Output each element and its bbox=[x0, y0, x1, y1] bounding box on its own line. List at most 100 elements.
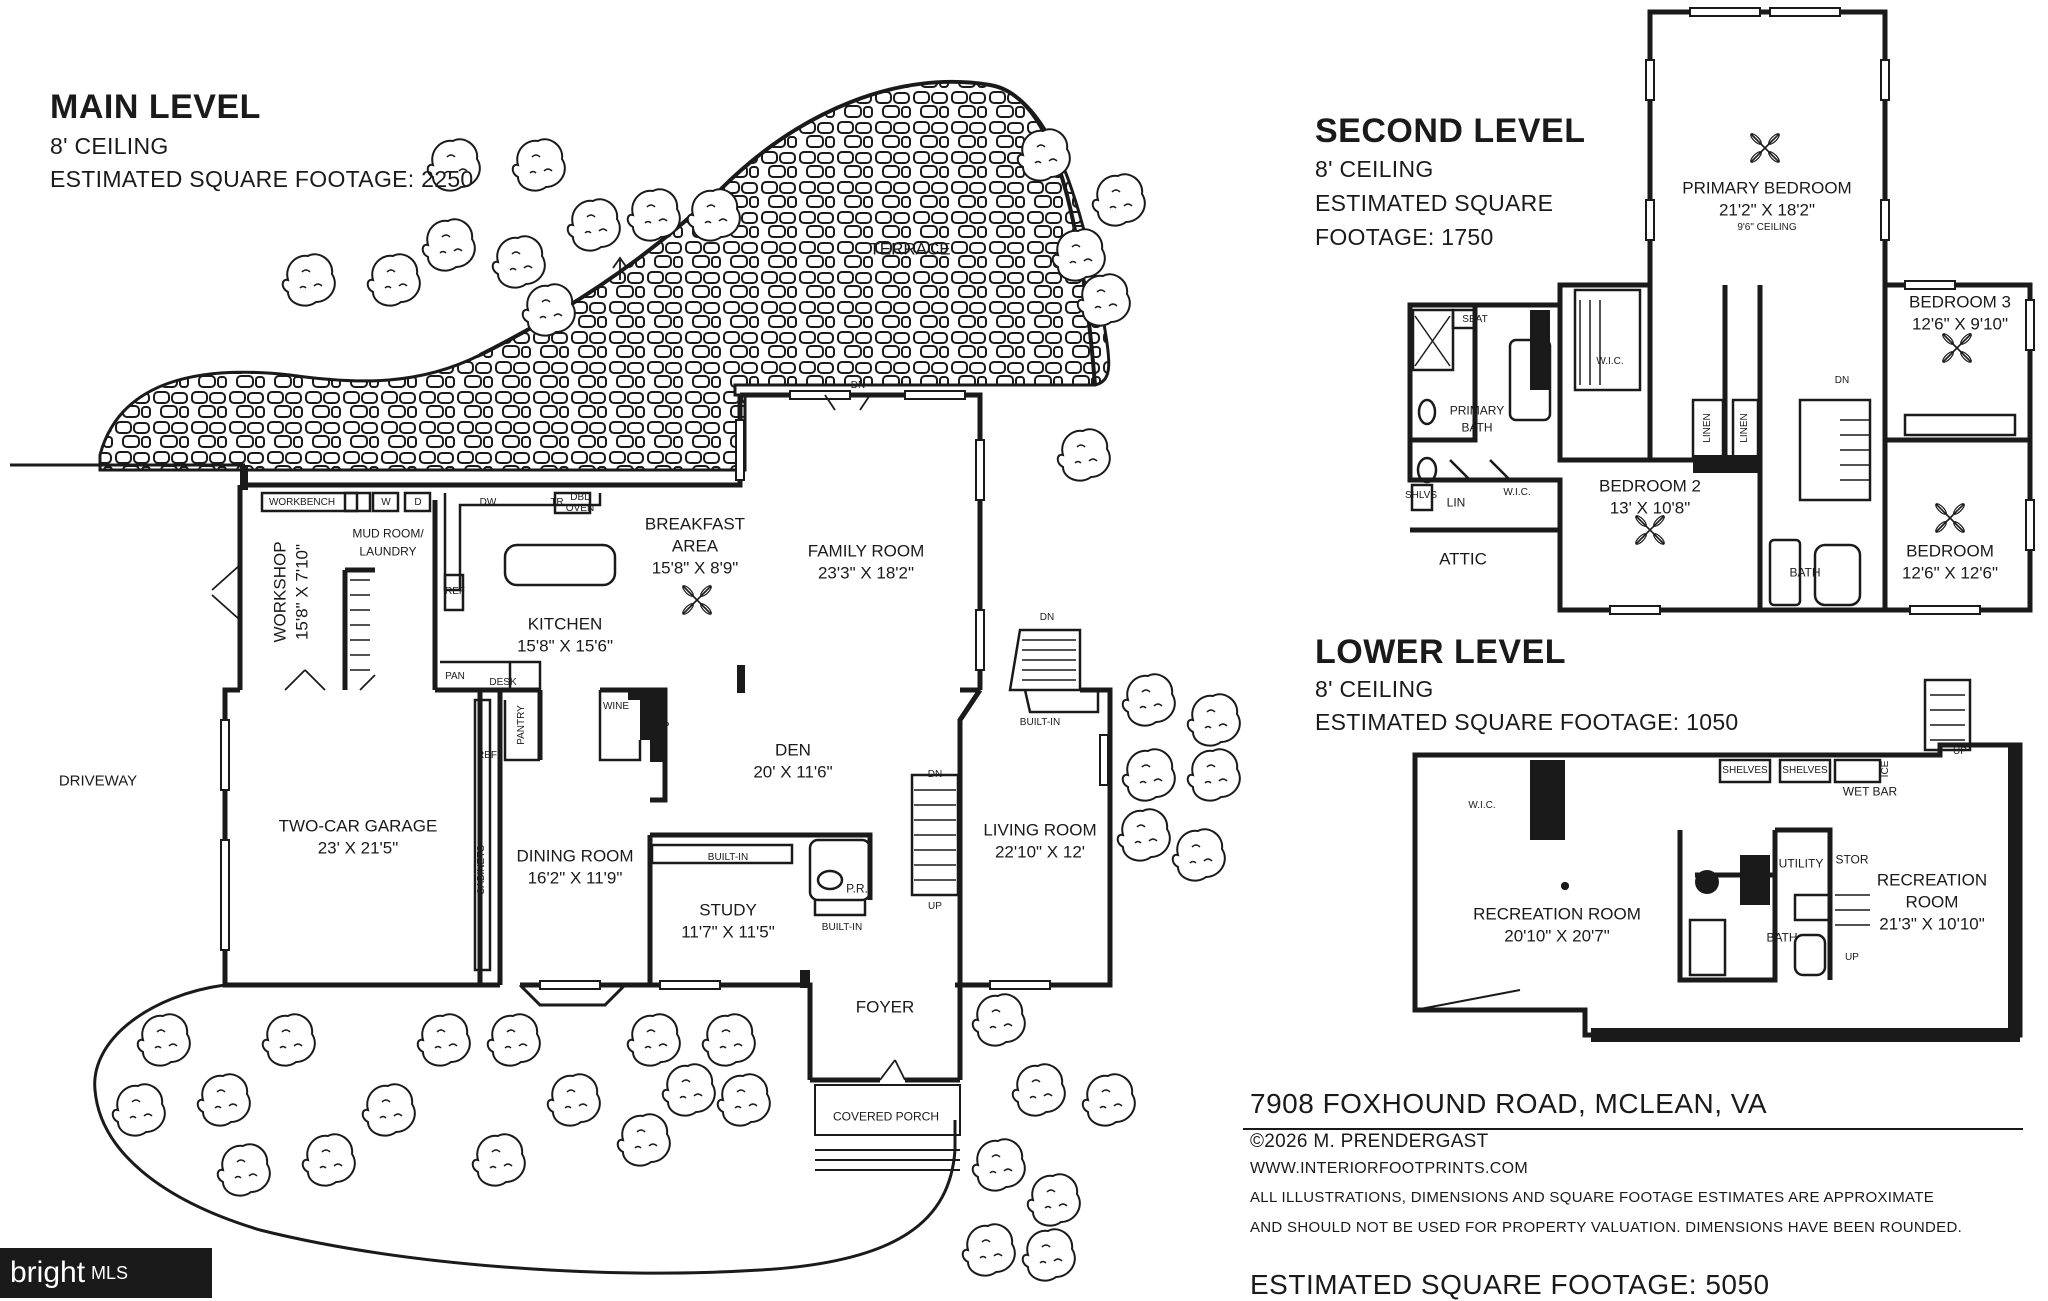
den-label: DEN bbox=[775, 740, 811, 760]
living-built-in-label: BUILT-IN bbox=[1019, 716, 1061, 728]
living-room-dimension: 22'10" X 12' bbox=[994, 842, 1086, 862]
linen2-label: LINEN bbox=[1738, 413, 1750, 443]
second-dn-label: DN bbox=[1834, 374, 1850, 386]
disclaimer-line1: ALL ILLUSTRATIONS, DIMENSIONS AND SQUARE… bbox=[1250, 1189, 1935, 1206]
family-room-dimension: 23'3" X 18'2" bbox=[817, 563, 915, 583]
workshop-label: WORKSHOP bbox=[270, 541, 290, 643]
dryer-label: D bbox=[414, 496, 422, 508]
study-dimension: 11'7" X 11'5" bbox=[681, 922, 775, 942]
den-dimension: 20' X 11'6" bbox=[753, 762, 833, 782]
lower-up-label: UP bbox=[1953, 745, 1967, 757]
dishwasher-label: DW bbox=[479, 496, 497, 508]
total-square-footage: ESTIMATED SQUARE FOOTAGE: 5050 bbox=[1250, 1269, 1770, 1300]
main-level-title: MAIN LEVEL bbox=[50, 88, 261, 126]
covered-porch-label: COVERED PORCH bbox=[832, 1109, 940, 1124]
mud-room-label: MUD ROOM/ bbox=[352, 526, 424, 541]
double-oven-label-1: DBL bbox=[570, 491, 590, 503]
utility-label: UTILITY bbox=[1778, 856, 1824, 871]
bedroom2-dimension: 13' X 10'8" bbox=[1609, 498, 1691, 518]
terrace-dn-label: DN bbox=[850, 379, 866, 391]
bright-mls-logo: bright MLS bbox=[0, 1248, 212, 1298]
stair-up-label: UP bbox=[928, 900, 942, 912]
lower-level-title: LOWER LEVEL bbox=[1315, 633, 1567, 671]
kitchen-ref-label: REF bbox=[445, 585, 465, 597]
second-level-ceiling: 8' CEILING bbox=[1315, 156, 1434, 182]
driveway-label: DRIVEWAY bbox=[58, 772, 138, 790]
main-level-ceiling: 8' CEILING bbox=[50, 133, 169, 159]
study-label: STUDY bbox=[699, 900, 757, 920]
family-room-label: FAMILY ROOM bbox=[807, 541, 925, 561]
bedroom3-dimension: 12'6" X 9'10" bbox=[1911, 314, 2009, 334]
lower-level-ceiling: 8' CEILING bbox=[1315, 676, 1434, 702]
address-divider bbox=[1243, 1128, 2023, 1130]
lower-wic-label: W.I.C. bbox=[1503, 486, 1531, 498]
lower-bath-label: BATH bbox=[1766, 930, 1798, 945]
logo-brand: bright bbox=[10, 1256, 86, 1289]
shelves2-label: SHELVES bbox=[1782, 764, 1828, 776]
study-built-in-label: BUILT-IN bbox=[707, 851, 749, 863]
second-bath-label: BATH bbox=[1789, 565, 1821, 580]
shelves-label: SHLVS bbox=[1404, 489, 1438, 501]
bedroom-dimension: 12'6" X 12'6" bbox=[1901, 563, 1999, 583]
primary-bath-label-2: BATH bbox=[1461, 420, 1493, 435]
rec-room2-label-2: ROOM bbox=[1905, 892, 1959, 912]
pr-built-in-label: BUILT-IN bbox=[821, 921, 863, 933]
copyright: ©2026 M. PRENDERGAST bbox=[1250, 1131, 1489, 1152]
living-room-label: LIVING ROOM bbox=[983, 820, 1097, 840]
foyer-label: FOYER bbox=[855, 997, 915, 1017]
primary-bedroom-dimension: 21'2" X 18'2" bbox=[1718, 200, 1816, 220]
bedroom-label: BEDROOM bbox=[1906, 541, 1994, 561]
property-address: 7908 FOXHOUND ROAD, MCLEAN, VA bbox=[1250, 1088, 1768, 1119]
rec-room1-dimension: 20'10" X 20'7" bbox=[1504, 926, 1610, 946]
website: WWW.INTERIORFOOTPRINTS.COM bbox=[1250, 1160, 1528, 1177]
second-level-sqft-line2: FOOTAGE: 1750 bbox=[1315, 224, 1494, 250]
rec-room2-dimension: 21'3" X 10'10" bbox=[1879, 914, 1985, 934]
double-oven-label-2: OVEN bbox=[565, 502, 595, 514]
primary-bedroom-ceiling: 9'6" CEILING bbox=[1737, 221, 1797, 233]
shelves1-label: SHELVES bbox=[1722, 764, 1768, 776]
rec-room2-label-1: RECREATION bbox=[1876, 870, 1988, 890]
washer-label: W bbox=[381, 496, 391, 508]
second-level-title: SECOND LEVEL bbox=[1315, 112, 1586, 150]
disclaimer-line2: AND SHOULD NOT BE USED FOR PROPERTY VALU… bbox=[1250, 1219, 1963, 1236]
second-level-walls bbox=[1407, 9, 2033, 613]
breakfast-dimension: 15'8" X 8'9" bbox=[651, 558, 739, 578]
lower-up2-label: UP bbox=[1845, 951, 1859, 963]
desk-label: DESK bbox=[489, 676, 517, 688]
wine-label: WINE bbox=[602, 700, 630, 712]
logo-mls: MLS bbox=[91, 1262, 129, 1283]
seat-label: SEAT bbox=[1462, 313, 1488, 325]
kitchen-label: KITCHEN bbox=[527, 614, 603, 634]
front-shrubs bbox=[111, 1013, 771, 1197]
lower-level-sqft: ESTIMATED SQUARE FOOTAGE: 1050 bbox=[1315, 709, 1739, 735]
primary-bath-label-1: PRIMARY bbox=[1449, 403, 1505, 418]
top-stair-dn-label: DN bbox=[1039, 611, 1055, 623]
terrace-area bbox=[98, 80, 1111, 472]
breakfast-label: BREAKFAST bbox=[644, 514, 746, 534]
kitchen-dimension: 15'8" X 15'6" bbox=[516, 636, 614, 656]
wet-bar-label: WET BAR bbox=[1842, 784, 1898, 799]
breakfast-area-label: AREA bbox=[671, 536, 719, 556]
powder-room-label: P.R. bbox=[846, 881, 868, 896]
bedroom2-label: BEDROOM 2 bbox=[1598, 476, 1702, 496]
ice-label: ICE bbox=[1879, 760, 1891, 778]
bedroom3-label: BEDROOM 3 bbox=[1908, 292, 2012, 312]
garage-label: TWO-CAR GARAGE bbox=[278, 816, 438, 836]
laundry-label: LAUNDRY bbox=[359, 544, 417, 559]
upper-wic-label: W.I.C. bbox=[1596, 355, 1624, 367]
attic-label: ATTIC bbox=[1439, 549, 1487, 569]
second-level-sqft-line1: ESTIMATED SQUARE bbox=[1315, 190, 1554, 216]
dining-room-label: DINING ROOM bbox=[516, 846, 634, 866]
linen-label: LIN bbox=[1446, 495, 1466, 510]
lower-wic-label: W.I.C. bbox=[1468, 799, 1496, 811]
rec-room1-label: RECREATION ROOM bbox=[1473, 904, 1641, 924]
workbench-label: WORKBENCH bbox=[268, 496, 336, 508]
pantry-label: PANTRY bbox=[515, 705, 527, 745]
dining-room-dimension: 16'2" X 11'9" bbox=[527, 868, 623, 888]
terrace-label: TERRACE bbox=[869, 239, 951, 259]
linen1-label: LINEN bbox=[1701, 413, 1713, 443]
pantry-cabinet-label: PAN bbox=[445, 670, 465, 682]
garage-ref-label: REF bbox=[477, 749, 497, 761]
stair-dn-label: DN bbox=[927, 768, 943, 780]
